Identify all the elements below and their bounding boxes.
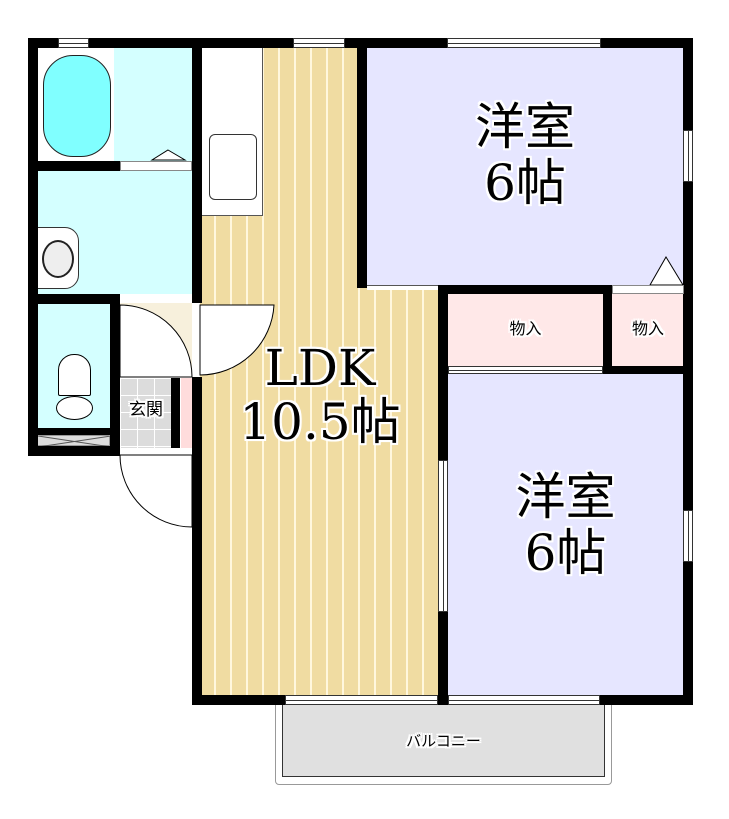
western-room-upper [362, 46, 688, 288]
window-western-lower-right [683, 510, 693, 562]
window-bath [58, 38, 89, 48]
sliding-door-ldk-western [438, 460, 448, 612]
western-lower-name: 洋室 [515, 468, 616, 526]
wall-ldk-right [438, 285, 448, 460]
balcony: バルコニー [275, 703, 612, 785]
door-bath [120, 161, 192, 171]
window-western-upper-right [683, 130, 693, 182]
closet-right-label: 物入 [631, 319, 664, 338]
sliding-door-closet [448, 366, 603, 374]
bathtub [43, 55, 111, 157]
western-upper-name: 洋室 [475, 98, 575, 156]
closet-left [447, 294, 603, 366]
bathroom-washing-area [114, 48, 192, 161]
wash-basin [37, 227, 79, 289]
wall-closet-divider [603, 285, 612, 373]
shoe-box [181, 378, 192, 448]
door-western-upper [367, 285, 438, 290]
wall-ldk-left [192, 38, 202, 303]
entrance-floor [120, 378, 172, 448]
western-lower-label: 洋室 6帖 [448, 472, 683, 578]
balcony-label: バルコニー [406, 732, 481, 750]
wall-ldk-right-lower [438, 612, 448, 705]
wall-entrance-post [171, 378, 180, 448]
wall-ldk-left-lower [192, 377, 202, 705]
wall-bath-bottom [28, 161, 120, 171]
wall-left [28, 38, 38, 456]
ldk-size: 10.5帖 [239, 393, 401, 451]
window-ldk-top [293, 38, 345, 48]
window-western-upper-top [447, 38, 601, 48]
kitchen-counter [201, 48, 263, 216]
entrance-label: 玄関 [129, 400, 163, 420]
western-lower-size: 6帖 [524, 524, 607, 582]
western-upper-label: 洋室 6帖 [367, 102, 683, 208]
toilet-shelf [37, 435, 111, 447]
closet-left-label: 物入 [509, 319, 542, 338]
western-room-lower [447, 373, 685, 696]
hallway [120, 303, 192, 375]
wall-closet-right-bottom [603, 366, 693, 374]
sink [209, 134, 257, 200]
ldk-label: LDK 10.5帖 [200, 343, 440, 447]
western-upper-size: 6帖 [484, 154, 566, 212]
wall-toilet-bottom [28, 428, 120, 435]
door-closet-right [612, 285, 684, 294]
closet-right [611, 294, 684, 366]
wall-closet-top [438, 285, 613, 294]
balcony-window-ldk [285, 695, 438, 705]
wall-toilet-right [110, 294, 120, 456]
balcony-window-western [448, 695, 600, 705]
wall-western-upper-left [357, 38, 367, 288]
toilet [56, 354, 93, 422]
ldk-name: LDK [264, 339, 376, 397]
wall-wash-bottom [28, 294, 120, 304]
wall-left-bottom [28, 446, 120, 456]
